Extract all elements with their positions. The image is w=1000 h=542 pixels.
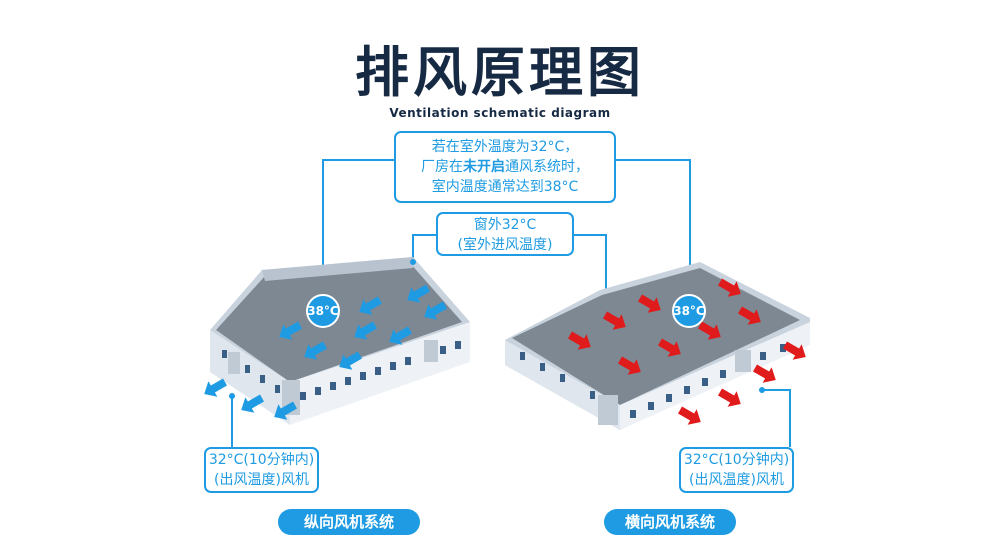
- right-factory-building: [505, 262, 810, 430]
- arrow-icon: [279, 321, 302, 340]
- arrow-icon: [603, 311, 626, 330]
- left-outlet-note-box: 32°C(10分钟内) (出风温度)风机: [204, 447, 319, 493]
- arrow-icon: [638, 294, 661, 313]
- arrow-icon: [718, 388, 741, 407]
- arrow-icon: [389, 326, 412, 345]
- connector-lines: [231, 159, 791, 447]
- connector-dot: [759, 387, 765, 393]
- arrow-icon: [241, 394, 264, 413]
- arrow-icon: [678, 406, 701, 425]
- connector-dot: [410, 259, 416, 265]
- connector-right-bottom: [762, 389, 791, 447]
- connector-window-right: [574, 234, 607, 300]
- transverse-fan-system-label: 横向风机系统: [604, 509, 736, 535]
- arrow-icon: [359, 296, 382, 315]
- page-subtitle: Ventilation schematic diagram: [389, 106, 611, 120]
- main-note-line3: 室内温度通常达到38°C: [431, 179, 579, 195]
- page-title: 排风原理图: [355, 41, 645, 104]
- connector-window-left: [412, 234, 436, 262]
- hot-airflow-arrows: [568, 278, 806, 425]
- arrow-icon: [783, 341, 806, 360]
- arrow-icon: [304, 341, 327, 360]
- main-note-line2: 厂房在未开启通风系统时，: [396, 157, 614, 177]
- arrow-icon: [204, 378, 227, 397]
- main-note-line2-post: 通风系统时，: [505, 159, 589, 175]
- main-note-line2-pre: 厂房在: [421, 159, 463, 175]
- arrow-icon: [274, 401, 297, 420]
- right-outlet-note-box: 32°C(10分钟内) (出风温度)风机: [679, 447, 794, 493]
- arrow-icon: [618, 356, 641, 375]
- left-temp-text: 38°C: [307, 304, 339, 318]
- arrow-icon: [424, 301, 447, 320]
- right-temp-badge: [672, 294, 706, 328]
- window-note-box: 窗外32°C (室外进风温度): [436, 212, 574, 256]
- arrow-icon: [698, 321, 721, 340]
- arrow-icon: [407, 284, 430, 303]
- left-note-line2: (出风温度)风机: [214, 472, 309, 488]
- right-temp-text: 38°C: [673, 304, 705, 318]
- window-note-line2: (室外进风温度): [457, 237, 553, 253]
- cool-airflow-arrows: [204, 284, 447, 420]
- main-note-box: 若在室外温度为32°C， 厂房在未开启通风系统时， 室内温度通常达到38°C: [394, 131, 616, 203]
- left-factory-building: [210, 257, 470, 425]
- arrow-icon: [753, 364, 776, 383]
- connector-main-left: [322, 159, 394, 300]
- right-note-line2: (出风温度)风机: [689, 472, 784, 488]
- arrow-icon: [568, 331, 591, 350]
- main-note-line2-bold: 未开启: [463, 159, 505, 175]
- arrow-icon: [718, 278, 741, 297]
- window-note-line1: 窗外32°C: [473, 217, 537, 233]
- left-note-line1: 32°C(10分钟内): [208, 452, 315, 468]
- main-note-line1: 若在室外温度为32°C，: [431, 139, 579, 155]
- left-temp-badge: [306, 294, 340, 328]
- connector-main-right: [616, 159, 691, 300]
- arrow-icon: [354, 321, 377, 340]
- arrow-icon: [738, 306, 761, 325]
- right-note-line1: 32°C(10分钟内): [683, 452, 790, 468]
- arrow-icon: [339, 351, 362, 370]
- connector-dot: [229, 393, 235, 399]
- arrow-icon: [658, 338, 681, 357]
- longitudinal-fan-system-label: 纵向风机系统: [278, 509, 420, 535]
